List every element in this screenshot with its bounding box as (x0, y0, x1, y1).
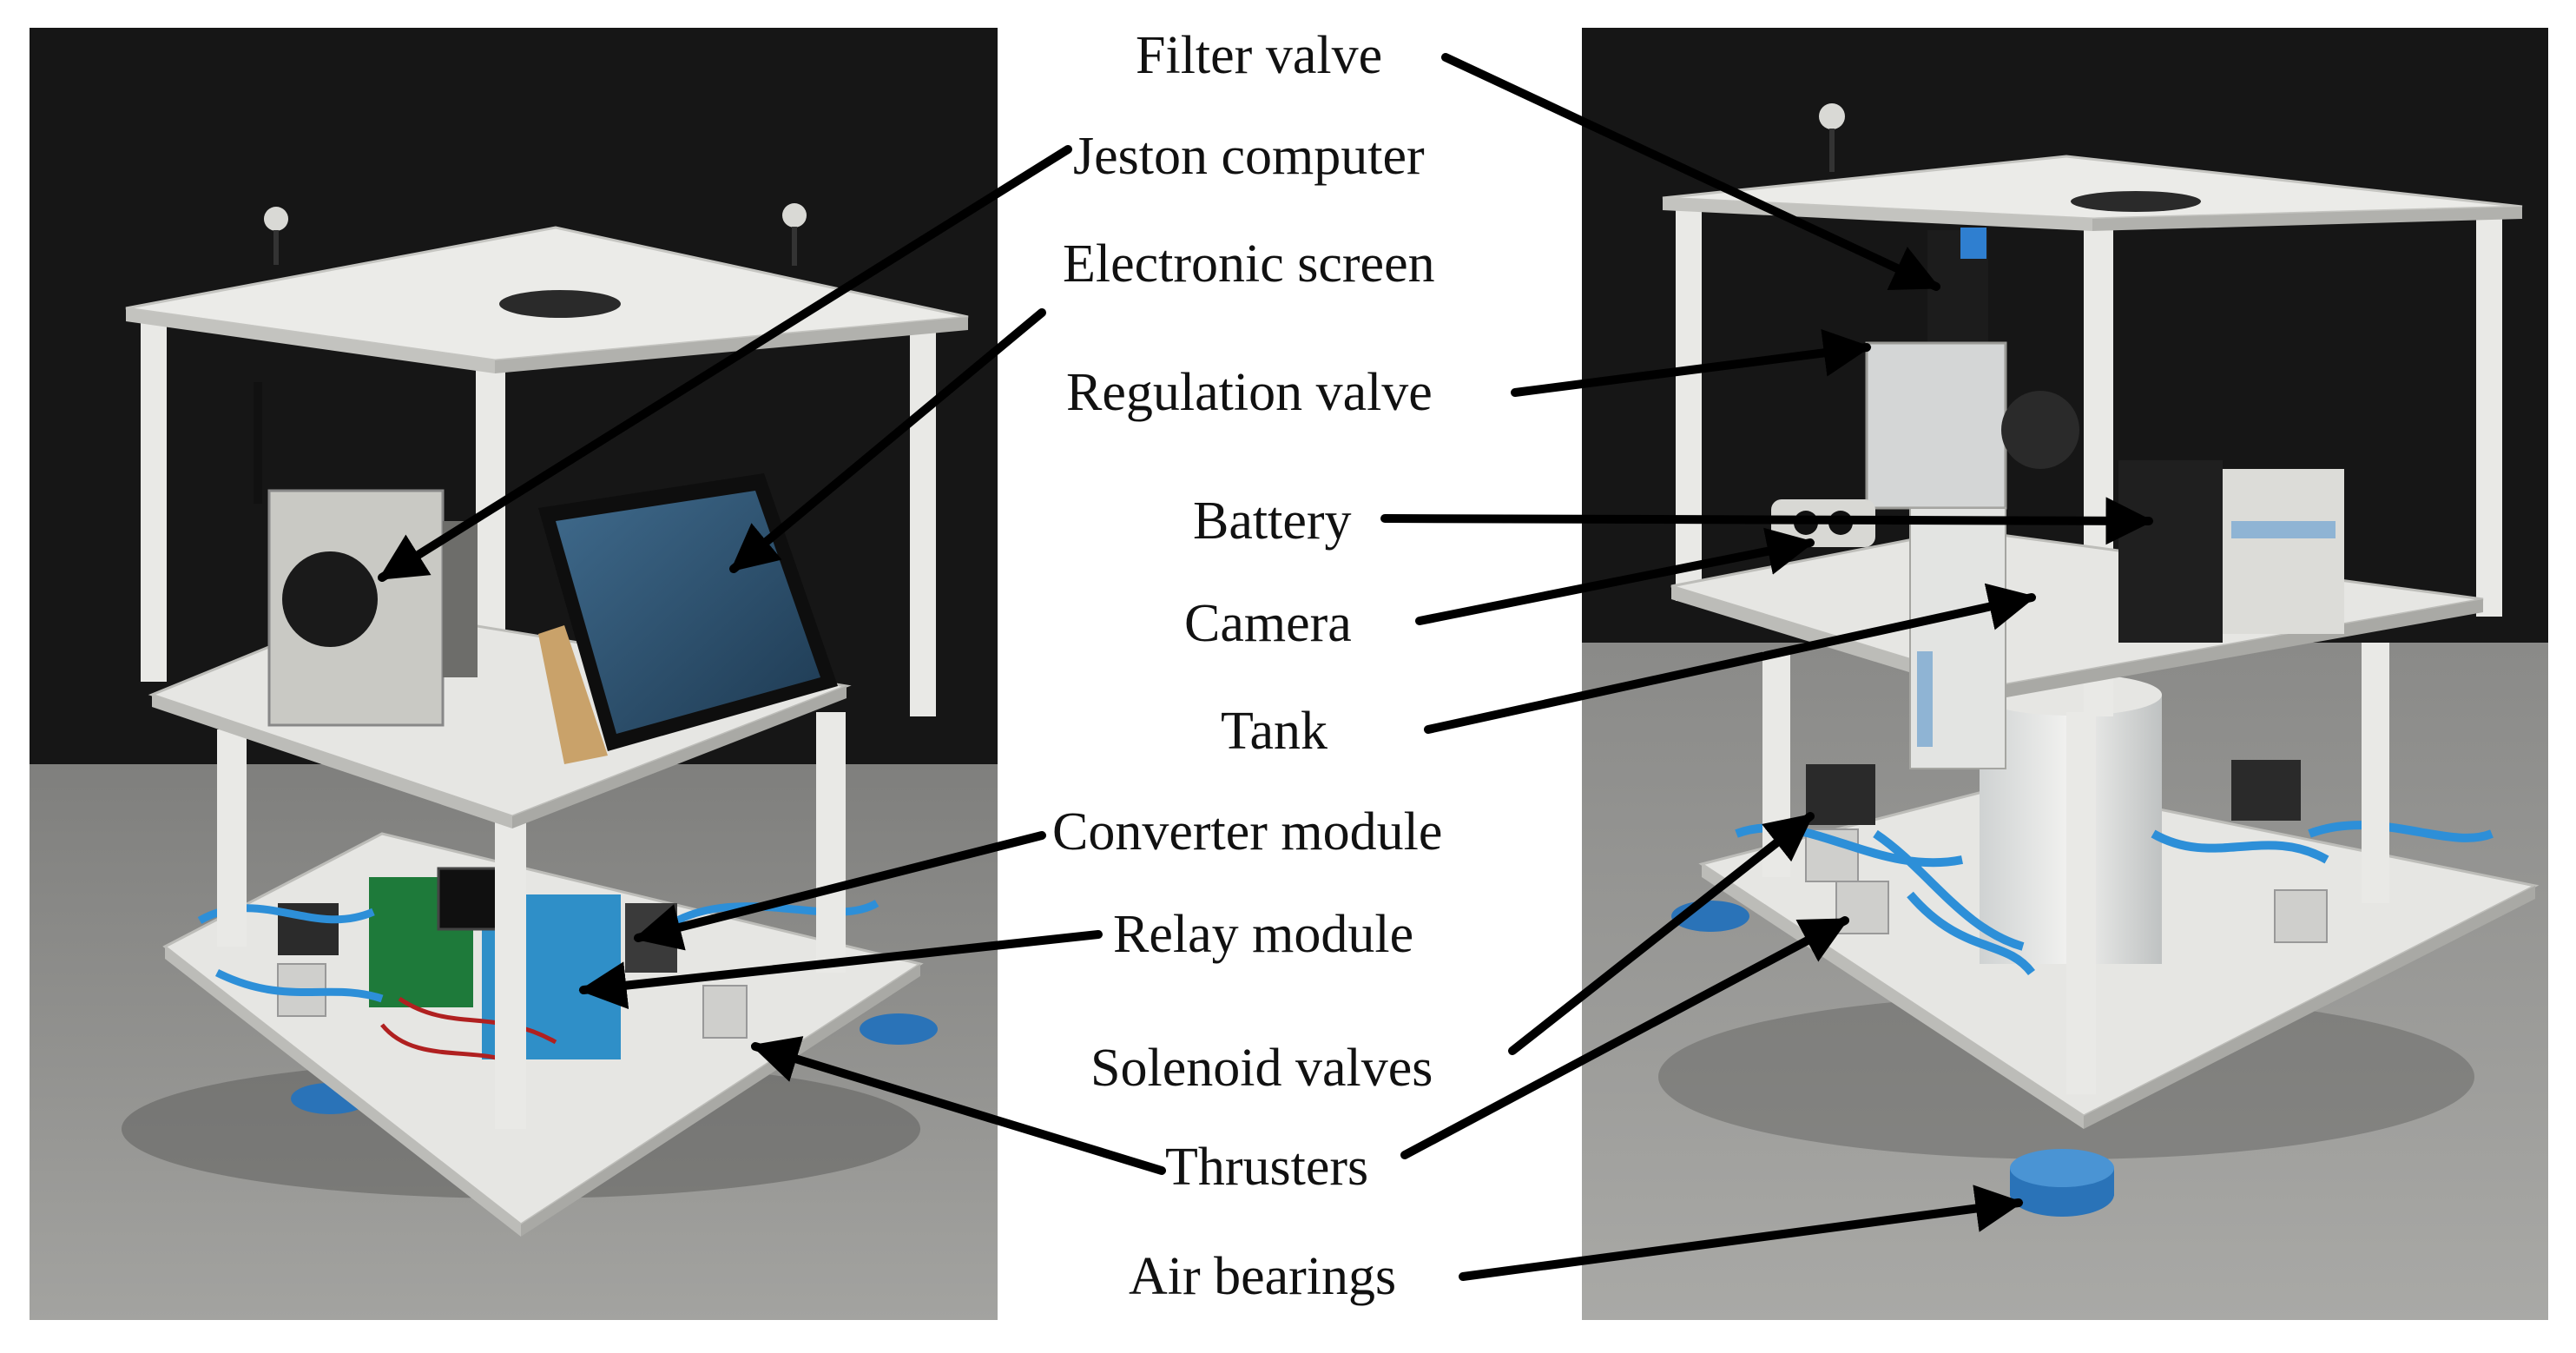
right-battery-label (2223, 469, 2344, 634)
right-thruster (2274, 889, 2328, 943)
left-thruster (702, 985, 748, 1039)
right-solenoid-valve (2231, 760, 2301, 821)
right-pillar (2066, 712, 2096, 1094)
arrow-jeston-computer (378, 145, 1072, 582)
left-marker-post (273, 230, 279, 265)
label-electronic-screen: Electronic screen (1063, 234, 1435, 294)
right-air-bearing-top (2010, 1149, 2114, 1187)
labels: Filter valve Jeston computer Electronic … (1052, 26, 1442, 1306)
arrow-camera (1415, 527, 1815, 625)
left-jetson-ports (443, 521, 478, 677)
right-bottom-plate-edge (2084, 886, 2535, 1129)
label-thrusters: Thrusters (1165, 1138, 1368, 1197)
arrow-air-bearings (1459, 1185, 2024, 1281)
label-converter-module: Converter module (1052, 802, 1442, 861)
left-air-bearing (860, 1013, 938, 1045)
left-pillar (141, 317, 167, 682)
left-marker-ball (264, 207, 288, 231)
arrow-relay-module (578, 930, 1103, 1010)
left-antenna (254, 382, 262, 504)
label-tank: Tank (1221, 702, 1328, 761)
right-battery-strip (2231, 521, 2336, 538)
arrow-electronic-screen (729, 308, 1046, 573)
left-marker-ball (782, 203, 807, 228)
right-pillar (2362, 643, 2389, 903)
left-photo (30, 28, 998, 1320)
left-pillar (910, 317, 936, 716)
right-marker-post (1829, 129, 1835, 172)
right-top-plate-edge (2092, 207, 2522, 231)
left-screen-stand (538, 625, 608, 764)
arrow-battery (1380, 497, 2154, 545)
arrow-regulation-valve (1511, 329, 1872, 397)
label-jeston-computer: Jeston computer (1073, 127, 1425, 186)
label-solenoid-valves: Solenoid valves (1090, 1039, 1433, 1098)
label-air-bearings: Air bearings (1129, 1247, 1396, 1306)
right-solenoid-valve (1806, 764, 1875, 825)
arrow-converter-module (633, 831, 1046, 951)
left-marker-post (792, 227, 797, 266)
arrow-thrusters-right (1400, 916, 1849, 1159)
label-relay-module: Relay module (1113, 905, 1413, 964)
right-pillar (2476, 208, 2502, 617)
right-marker-ball (1819, 103, 1845, 129)
left-bottom-plate-edge (521, 964, 920, 1237)
label-filter-valve: Filter valve (1136, 26, 1382, 85)
right-regulation-valve (1865, 341, 2007, 510)
right-blue-tubing (1735, 821, 2494, 976)
left-fan (282, 551, 378, 647)
right-pillar (1676, 201, 1702, 601)
left-pillar (816, 712, 846, 973)
left-top-plate-edge (126, 308, 495, 373)
right-top-plate-hole (2071, 191, 2201, 212)
left-middle-plate-edge (512, 686, 847, 828)
right-middle-plate-edge (1997, 599, 2483, 699)
left-bottom-plate-edge (165, 947, 521, 1237)
right-filter-valve-cap (1960, 228, 1986, 259)
left-top-plate-edge (495, 317, 968, 373)
arrow-thrusters-left (750, 1036, 1166, 1175)
left-pillar (495, 790, 526, 1129)
left-middle-plate-edge (152, 695, 512, 828)
right-gauge (2001, 391, 2079, 469)
arrow-filter-valve (1441, 53, 1940, 291)
leader-arrows (378, 53, 2154, 1281)
right-battery (2118, 460, 2223, 643)
label-battery: Battery (1193, 492, 1352, 551)
arrow-tank (1424, 583, 2037, 734)
label-regulation-valve: Regulation valve (1066, 363, 1433, 422)
arrow-solenoid-valves (1508, 812, 1815, 1055)
left-top-plate-hole (499, 290, 621, 318)
right-photo (1582, 28, 2548, 1320)
right-regulator-gauge (1917, 651, 1933, 747)
left-pillar (217, 729, 247, 947)
label-camera: Camera (1184, 594, 1352, 653)
